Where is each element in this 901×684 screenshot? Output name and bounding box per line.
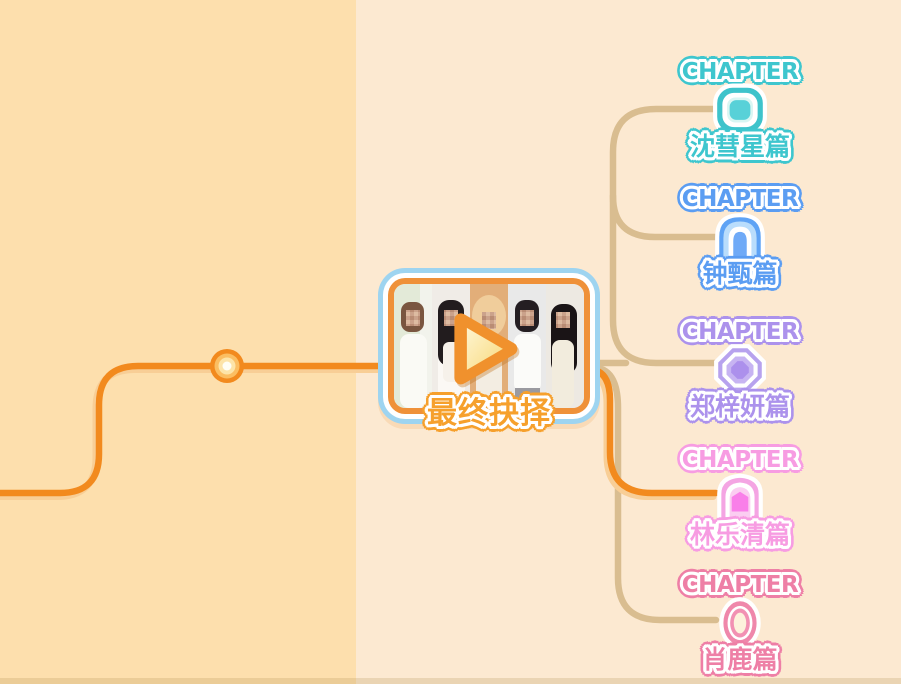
chapter-node-zhengziyan[interactable]: CHAPTER 郑梓妍篇 (679, 320, 801, 422)
emerald-gem-icon (713, 83, 767, 137)
card-orange-ring (388, 278, 590, 414)
octagon-gem-icon (714, 344, 766, 396)
connector-active-chapter4 (586, 365, 720, 497)
card-white-ring (383, 273, 595, 419)
person-1 (394, 284, 432, 408)
chapter-word: CHAPTER (681, 572, 799, 598)
person-5 (546, 284, 584, 408)
chapter-label: 钟甄篇 (702, 259, 778, 288)
chapter-word: CHAPTER (681, 319, 799, 345)
left-background-panel (0, 0, 356, 684)
chapter-word: CHAPTER (681, 447, 799, 473)
connector-chapter1-chapter3-trunk (609, 105, 720, 367)
central-video-node[interactable]: 最终抉择 (378, 268, 600, 431)
shield-gem-icon (717, 473, 763, 525)
chapter-node-linleqing[interactable]: CHAPTER 林乐清篇 (679, 448, 801, 550)
arch-gem-icon (715, 213, 765, 264)
oval-gem-icon (719, 597, 761, 649)
branch-node-dot[interactable] (210, 349, 244, 383)
connector-chapter2-branch (609, 192, 720, 241)
connector-active-left (0, 362, 394, 497)
connector-chapter5-branch (594, 364, 720, 624)
chapter-label: 林乐清篇 (689, 520, 790, 549)
chapter-label: 郑梓妍篇 (689, 392, 790, 421)
play-icon[interactable] (447, 310, 525, 392)
chapter-word: CHAPTER (681, 59, 799, 85)
chapter-label: 肖鹿篇 (702, 645, 778, 674)
chapter-node-xiaolu[interactable]: CHAPTER 肖鹿篇 (679, 573, 801, 675)
video-thumbnail (394, 284, 584, 408)
chapter-node-zhongzhen[interactable]: CHAPTER 钟甄篇 (679, 187, 801, 289)
chapter-label: 沈彗星篇 (689, 132, 790, 161)
bottom-edge-strip (0, 678, 901, 684)
chapter-word: CHAPTER (681, 186, 799, 212)
card-title: 最终抉择 (427, 396, 551, 431)
chapter-node-shenhuixing[interactable]: CHAPTER 沈彗星篇 (679, 60, 801, 162)
